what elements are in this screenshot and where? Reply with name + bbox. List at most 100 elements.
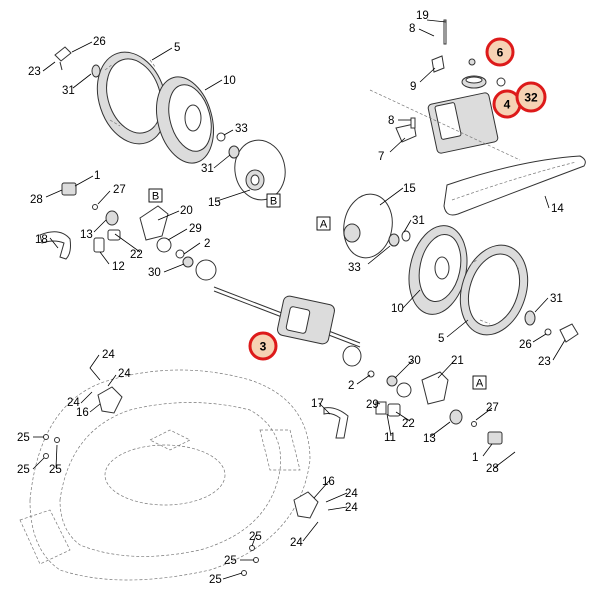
part-label: 17 — [311, 398, 324, 410]
part-label: 5 — [174, 42, 180, 54]
part-label: 10 — [391, 303, 404, 315]
part-label: 9 — [410, 81, 416, 93]
part-label: 27 — [486, 402, 499, 414]
washer-31-right — [401, 230, 411, 242]
part-label: 16 — [76, 407, 89, 419]
part-label: 31 — [412, 215, 425, 227]
cap-drawing-top — [234, 139, 286, 201]
part-label: 21 — [451, 355, 464, 367]
part-label: 24 — [345, 488, 358, 500]
section-marker-b-left: B — [148, 188, 163, 203]
part-label: 25 — [49, 464, 62, 476]
part-label: 25 — [17, 432, 30, 444]
right-gear-group — [323, 370, 503, 445]
part-label: 14 — [551, 203, 564, 215]
section-marker-a-right: A — [472, 375, 487, 390]
key-drawing-top — [54, 46, 72, 71]
part-label: 30 — [148, 267, 161, 279]
svg-text:32: 32 — [524, 91, 538, 105]
left-gear-group — [39, 182, 194, 268]
part-label: 11 — [384, 432, 396, 444]
part-label: 10 — [223, 75, 236, 87]
axle-gearbox-drawing — [195, 259, 362, 367]
hub-drawing-top — [156, 76, 214, 164]
part-labels: 19 8 9 8 7 26 23 31 5 10 33 31 15 1 28 2… — [17, 10, 564, 586]
part-label: 12 — [112, 261, 125, 273]
part-label: 29 — [366, 399, 379, 411]
part-label: 33 — [235, 123, 248, 135]
part-label: 18 — [35, 234, 48, 246]
part-label: 24 — [67, 397, 80, 409]
part-label: 1 — [94, 170, 100, 182]
svg-text:A: A — [476, 378, 484, 390]
part-label: 30 — [408, 355, 421, 367]
svg-text:4: 4 — [504, 98, 511, 112]
svg-text:B: B — [270, 196, 277, 208]
highlight-callout-6[interactable]: 6 — [485, 37, 515, 67]
part-label: 22 — [130, 249, 143, 261]
highlighted-callouts: 6 4 32 3 — [248, 37, 547, 361]
part-label: 20 — [180, 205, 193, 217]
part-label: 23 — [538, 356, 551, 368]
cap-drawing-right — [343, 193, 393, 259]
wheel-drawing-top-left — [96, 51, 168, 145]
part-label: 33 — [348, 262, 361, 274]
section-marker-a-mid: A — [316, 216, 331, 231]
part-label: 31 — [201, 163, 214, 175]
part-label: 27 — [113, 184, 126, 196]
part-label: 24 — [118, 368, 131, 380]
part-label: 29 — [189, 223, 202, 235]
part-label: 25 — [209, 574, 222, 586]
transmission-unit-top — [369, 19, 521, 161]
belt-drawing — [443, 155, 586, 216]
bushing-31-top — [91, 64, 101, 78]
part-drawings — [19, 19, 586, 581]
part-label: 25 — [17, 464, 30, 476]
part-label: 22 — [402, 418, 415, 430]
part-label: 24 — [102, 349, 115, 361]
part-label: 5 — [438, 333, 444, 345]
svg-text:6: 6 — [497, 46, 504, 60]
section-markers: B B A A — [148, 188, 487, 390]
hub-drawing-right — [408, 225, 468, 315]
part-label: 19 — [416, 10, 429, 22]
highlight-callout-3[interactable]: 3 — [248, 331, 278, 361]
part-label: 28 — [30, 194, 43, 206]
part-label: 23 — [28, 66, 41, 78]
part-label: 25 — [224, 555, 237, 567]
wheel-drawing-right — [459, 244, 529, 336]
part-label: 24 — [290, 537, 303, 549]
part-label: 31 — [550, 293, 563, 305]
part-label: 15 — [208, 197, 221, 209]
mower-deck-drawing — [19, 369, 319, 581]
part-label: 8 — [409, 23, 415, 35]
part-label: 28 — [486, 463, 499, 475]
part-label: 2 — [348, 380, 354, 392]
svg-text:3: 3 — [260, 340, 267, 354]
bushing-31-right — [524, 310, 536, 326]
part-label: 26 — [93, 36, 106, 48]
part-label: 31 — [62, 85, 75, 97]
part-label: 1 — [472, 452, 478, 464]
svg-text:B: B — [152, 191, 159, 203]
section-marker-b-top: B — [266, 193, 281, 208]
part-label: 13 — [423, 433, 436, 445]
part-label: 26 — [519, 339, 532, 351]
part-label: 8 — [388, 115, 394, 127]
part-label: 16 — [322, 476, 335, 488]
leader-lines — [32, 19, 566, 580]
part-label: 25 — [249, 531, 262, 543]
key-drawing-right — [559, 323, 579, 343]
bushing-33-right — [388, 233, 400, 247]
part-label: 24 — [345, 502, 358, 514]
part-label: 13 — [80, 229, 93, 241]
washer-26-right — [544, 328, 552, 336]
highlight-callout-32[interactable]: 32 — [515, 81, 547, 113]
washer-33-top — [216, 132, 226, 142]
bushing-31-mid — [228, 145, 240, 159]
part-label: 15 — [403, 183, 416, 195]
svg-text:A: A — [320, 219, 328, 231]
part-label: 7 — [378, 151, 384, 163]
